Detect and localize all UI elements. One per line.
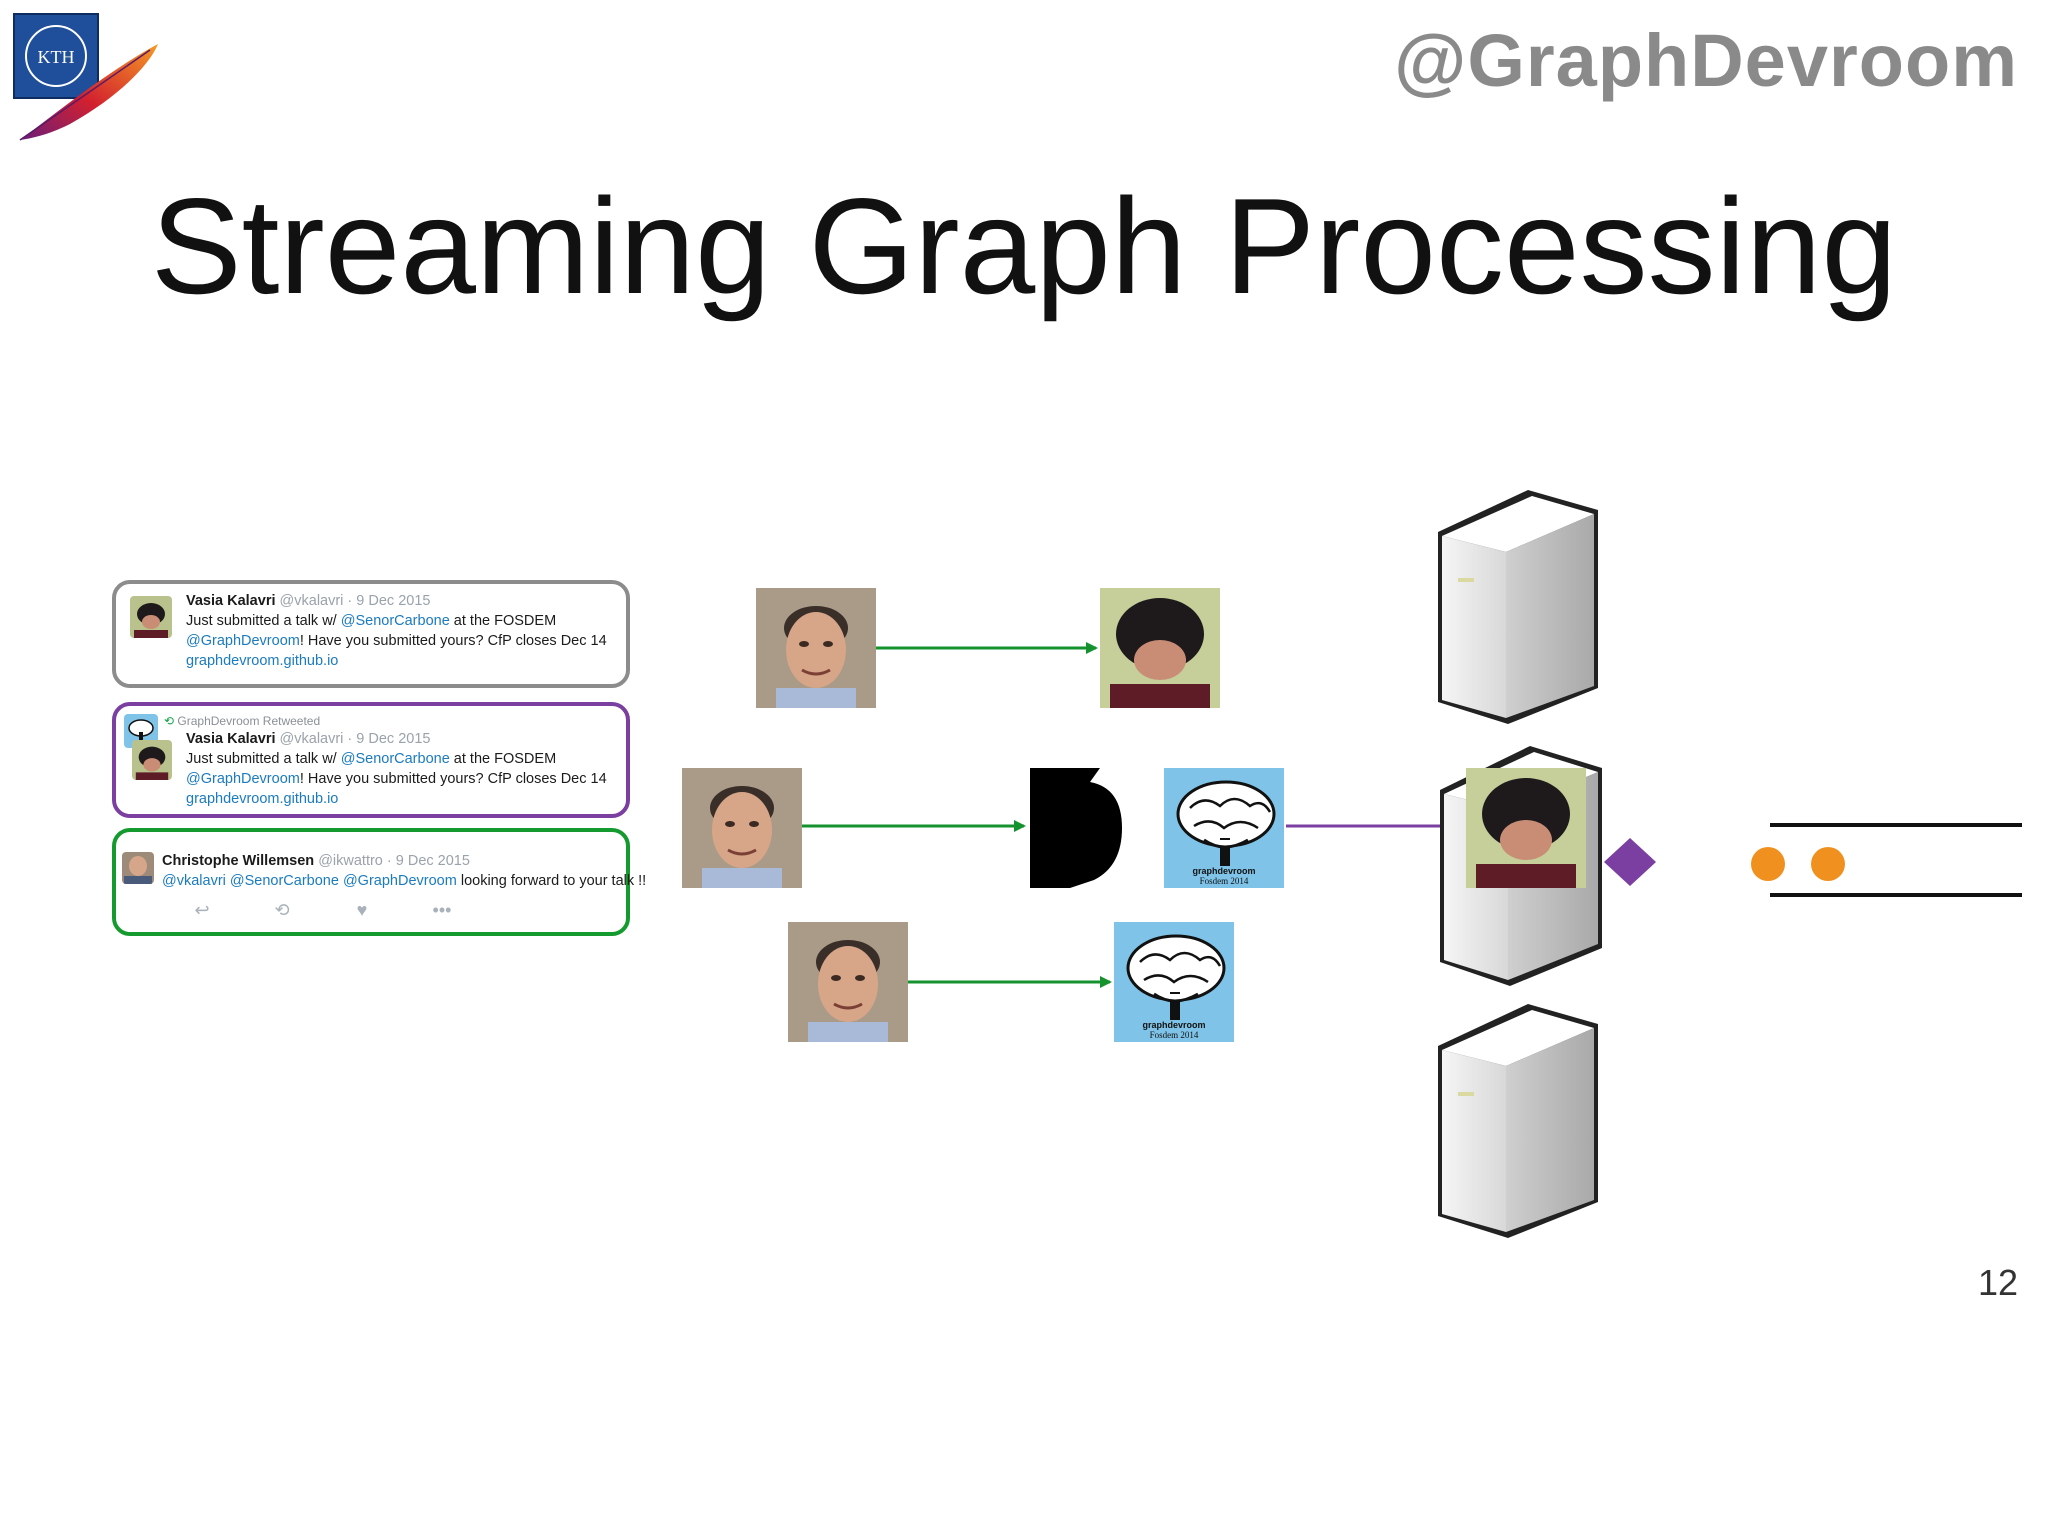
devroom-handle: @GraphDevroom xyxy=(1394,19,2018,102)
avatar xyxy=(130,596,172,638)
purple-diamond-marker xyxy=(1604,838,1656,886)
brain-caption-line2: Fosdem 2014 xyxy=(1199,876,1249,886)
mention-link[interactable]: @GraphDevroom xyxy=(186,633,300,649)
brain-caption-line1: graphdevroom xyxy=(1192,866,1256,876)
url-link[interactable]: graphdevroom.github.io xyxy=(186,653,339,669)
server-bottom xyxy=(1438,1004,1598,1238)
mention-link[interactable]: @GraphDevroom xyxy=(186,771,300,787)
tweet-text: Just submitted a talk w/ xyxy=(186,613,341,629)
avatar xyxy=(122,852,154,884)
tweet-text: ! Have you submitted yours? CfP closes D… xyxy=(299,771,607,787)
node-photo-woman-row1 xyxy=(1100,588,1220,708)
tweet-handle-date: @vkalavri · 9 Dec 2015 xyxy=(279,593,431,609)
tweet-author: Vasia Kalavri xyxy=(186,593,276,609)
node-photo-bw-row2 xyxy=(1028,766,1152,890)
stream-element-dot xyxy=(1751,847,1785,881)
slide-title: Streaming Graph Processing xyxy=(150,170,1898,322)
tweet-card-2[interactable]: ⟲ GraphDevroom Retweeted Vasia Kalavri @… xyxy=(112,702,630,818)
tweet-text: looking forward to your talk !! xyxy=(456,873,647,889)
retweet-label: GraphDevroom Retweeted xyxy=(177,714,321,728)
server-top xyxy=(1438,490,1598,724)
tweet-card-1[interactable]: Vasia Kalavri @vkalavri · 9 Dec 2015 Jus… xyxy=(112,580,630,688)
node-photo-woman-server xyxy=(1466,768,1586,888)
tweet-actions: ↩ ⟲ ♥ ••• xyxy=(162,900,482,921)
mention-link[interactable]: @SenorCarbone xyxy=(340,613,450,629)
logo-text: KTH xyxy=(38,47,75,67)
mention-link[interactable]: @SenorCarbone xyxy=(340,751,450,767)
node-photo-man-row3 xyxy=(786,920,910,1044)
tweet-text: ! Have you submitted yours? CfP closes D… xyxy=(299,633,607,649)
node-photo-man-row1 xyxy=(754,586,878,710)
mention-link[interactable]: @vkalavri @SenorCarbone @GraphDevroom xyxy=(162,873,457,889)
tweet-text: Just submitted a talk w/ xyxy=(186,751,341,767)
stream-element-dot xyxy=(1811,847,1845,881)
tweet-handle-date: @ikwattro · 9 Dec 2015 xyxy=(318,853,470,869)
tweet-author: Vasia Kalavri xyxy=(186,731,276,747)
node-photo-man-row2 xyxy=(680,766,804,890)
brain-caption-line2: Fosdem 2014 xyxy=(1149,1030,1199,1040)
tweet-text: at the FOSDEM xyxy=(449,751,557,767)
tweet-handle-date: @vkalavri · 9 Dec 2015 xyxy=(279,731,431,747)
more-icon[interactable]: ••• xyxy=(432,900,452,920)
brain-caption: graphdevroom Fosdem 2014 xyxy=(1164,866,1284,886)
retweet-icon[interactable]: ⟲ xyxy=(274,900,290,920)
brain-caption-line1: graphdevroom xyxy=(1142,1020,1206,1030)
url-link[interactable]: graphdevroom.github.io xyxy=(186,791,339,807)
reply-icon[interactable]: ↩ xyxy=(194,900,210,920)
tweet-text: at the FOSDEM xyxy=(449,613,557,629)
retweet-icon: ⟲ xyxy=(164,714,175,728)
brain-caption: graphdevroom Fosdem 2014 xyxy=(1114,1020,1234,1040)
like-icon[interactable]: ♥ xyxy=(356,900,368,920)
tweet-card-3[interactable]: Christophe Willemsen @ikwattro · 9 Dec 2… xyxy=(112,828,646,936)
page-number: 12 xyxy=(1977,1262,2018,1303)
tweet-author: Christophe Willemsen xyxy=(162,853,315,869)
devroom-avatar xyxy=(124,714,158,748)
avatar xyxy=(132,740,172,780)
kth-logo: KTH xyxy=(0,0,180,150)
